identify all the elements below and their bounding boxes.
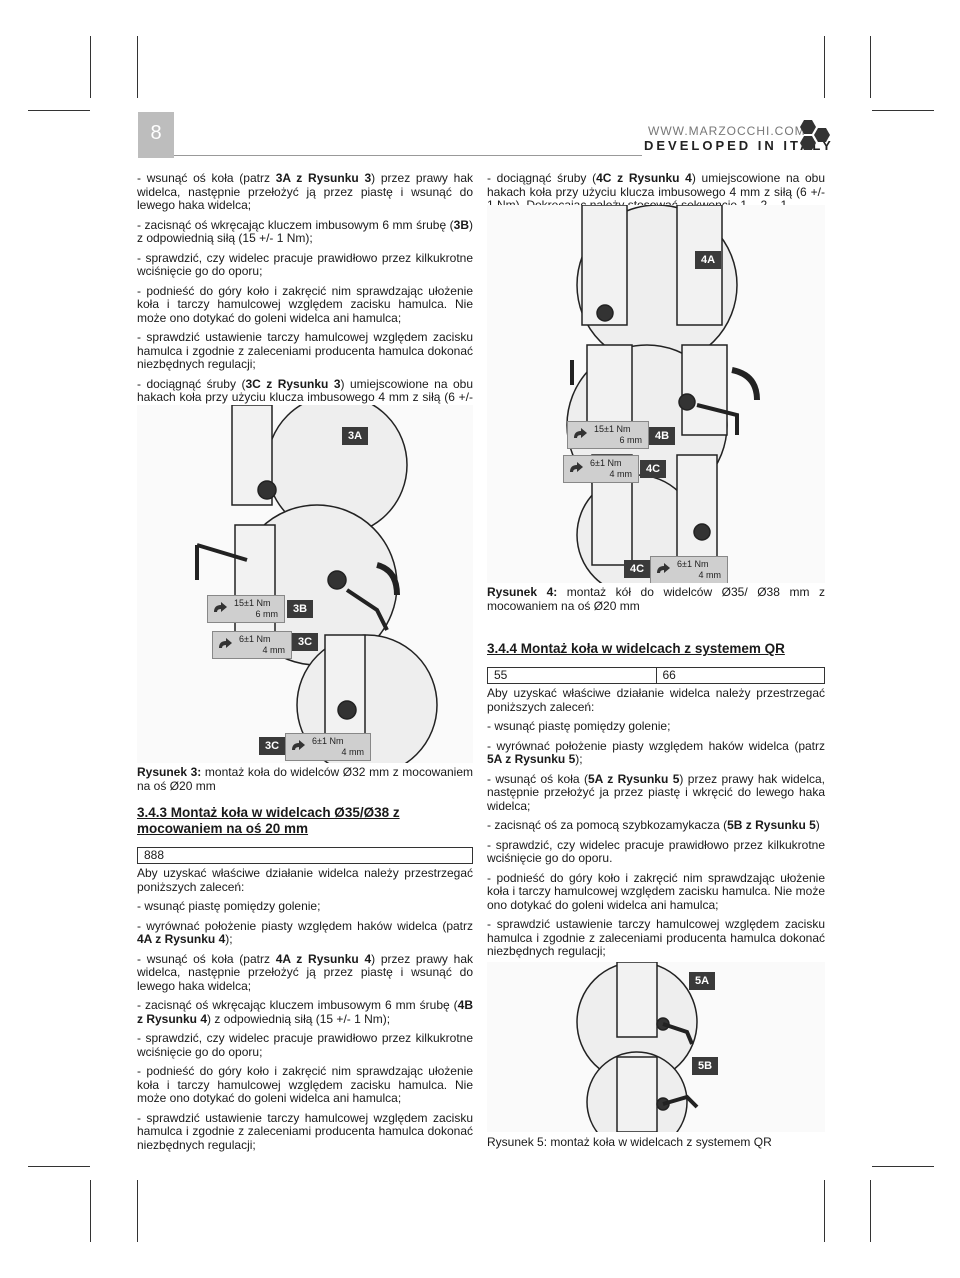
paragraph: - wsunąć piastę pomiędzy golenie;: [137, 899, 321, 913]
crop-mark: [28, 110, 90, 111]
torque-label-3b: 15±1 Nm 6 mm: [207, 595, 285, 623]
figure-tag-3a: 3A: [342, 427, 369, 445]
logo-hex-icon: [800, 120, 816, 134]
info-box-left: 55: [494, 668, 508, 682]
right-column-middle: Rysunek 4: montaż kół do widelców Ø35/ Ø…: [487, 585, 826, 965]
paragraph: - sprawdzić, czy widelec pracuje prawidł…: [137, 1031, 473, 1059]
torque-label-4b: 15±1 Nm 6 mm: [567, 421, 649, 449]
figure-tag-3b: 3B: [287, 600, 314, 618]
paragraph: - sprawdzić, czy widelec pracuje prawidł…: [487, 837, 825, 865]
torque-label-4c-lower: 6±1 Nm 4 mm: [650, 556, 728, 583]
left-column-top: - wsunąć oś koła (patrz 3A z Rysunku 3) …: [137, 171, 474, 424]
paragraph: - podnieść do góry koło i zakręcić nim s…: [137, 1064, 473, 1105]
paragraph: - sprawdzić ustawienie tarczy hamulcowej…: [137, 1110, 473, 1152]
info-box-right: 66: [655, 668, 825, 683]
paragraph: - zacisnąć oś wkręcając kluczem imbusowy…: [137, 998, 473, 1026]
header-rule: [174, 155, 642, 156]
rotate-arrow-icon: [292, 740, 305, 750]
fork-illustration: [566, 205, 760, 583]
paragraph: - sprawdzić ustawienie tarczy hamulcowej…: [487, 917, 825, 958]
paragraph: - zacisnąć oś wkręcając kluczem imbusowy…: [137, 217, 473, 245]
logo-hex-icon: [800, 136, 816, 150]
torque-label-3c-lower: 6±1 Nm 4 mm: [285, 733, 371, 761]
left-column-bottom: Rysunek 3: montaż koła do widelców Ø32 m…: [137, 765, 474, 1158]
paragraph: - wsunąć oś koła (patrz 4A z Rysunku 4) …: [137, 951, 474, 993]
paragraph: - podnieść do góry koło i zakręcić nim s…: [487, 870, 825, 912]
crop-mark: [870, 1180, 871, 1242]
rotate-arrow-icon: [574, 428, 587, 438]
figure-tag-3c: 3C: [259, 737, 286, 755]
paragraph: - sprawdzić ustawienie tarczy hamulcowej…: [137, 330, 473, 371]
figure-tag-4c: 4C: [640, 460, 667, 478]
paragraph: Aby uzyskać właściwe działanie widelca n…: [487, 686, 825, 714]
section-heading-343: 3.4.3 Montaż koła w widelcach Ø35/Ø38 z …: [137, 805, 400, 836]
crop-mark: [28, 1166, 90, 1167]
figure-3-caption: Rysunek 3: montaż koła do widelców Ø32 m…: [137, 765, 473, 793]
crop-mark: [872, 1166, 934, 1167]
figure-tag-5b: 5B: [692, 1057, 719, 1075]
fork-illustration: [195, 405, 438, 763]
torque-label-4c-upper: 6±1 Nm 4 mm: [563, 455, 639, 483]
paragraph: Aby uzyskać właściwe działanie widelca n…: [137, 866, 473, 894]
figure-3: 3A 15±1 Nm 6 mm 3B 6±1 Nm 4 mm 3C 3C 6±1…: [137, 405, 473, 763]
figure-tag-4c: 4C: [624, 560, 651, 578]
torque-label-3c-upper: 6±1 Nm 4 mm: [212, 631, 292, 659]
crop-mark: [137, 1180, 138, 1242]
rotate-arrow-icon: [214, 602, 227, 612]
paragraph: - podnieść do góry koło i zakręcić nim s…: [137, 283, 473, 325]
figure-5: 5A 5B: [487, 962, 825, 1132]
rotate-arrow-icon: [219, 638, 232, 648]
paragraph: - zacisnąć oś za pomocą szybkozamykacza …: [487, 818, 820, 832]
figure-4: 4A 15±1 Nm 6 mm 4B 6±1 Nm 4 mm 4C 4C 6±1…: [487, 205, 825, 583]
rotate-arrow-icon: [570, 462, 583, 472]
rotate-arrow-icon: [657, 563, 670, 573]
brand-tagline: DEVELOPED IN ITALY: [644, 138, 834, 153]
crop-mark: [137, 36, 138, 98]
crop-mark: [872, 110, 934, 111]
crop-mark: [90, 36, 91, 98]
brand-url: WWW.MARZOCCHI.COM: [648, 124, 806, 138]
figure-5-caption: Rysunek 5: montaż koła w widelcach z sys…: [487, 1135, 772, 1149]
logo-hex-icon: [814, 128, 830, 142]
paragraph: - wsunąć oś koła (patrz 3A z Rysunku 3) …: [137, 171, 474, 212]
crop-mark: [870, 36, 871, 98]
figure-tag-4b: 4B: [649, 427, 676, 445]
paragraph: - sprawdzić, czy widelec pracuje prawidł…: [137, 250, 473, 278]
crop-mark: [824, 36, 825, 98]
paragraph: - wyrównać położenie piasty względem hak…: [137, 918, 473, 946]
figure-4-caption: Rysunek 4: montaż kół do widelców Ø35/ Ø…: [487, 585, 825, 613]
page-number: 8: [138, 112, 174, 158]
figure-tag-3c: 3C: [292, 633, 319, 651]
paragraph: - wsunąć piastę pomiędzy golenie;: [487, 719, 671, 733]
figure-tag-4a: 4A: [695, 251, 722, 269]
figure-tag-5a: 5A: [689, 972, 716, 990]
info-box: 55 66: [487, 667, 825, 684]
right-column-bottom: Rysunek 5: montaż koła w widelcach z sys…: [487, 1135, 825, 1150]
crop-mark: [90, 1180, 91, 1242]
section-heading-344: 3.4.4 Montaż koła w widelcach z systemem…: [487, 641, 785, 656]
crop-mark: [824, 1180, 825, 1242]
info-box: 888: [137, 847, 473, 864]
qr-fork-illustration: [576, 962, 699, 1132]
paragraph: - wsunąć oś koła (5A z Rysunku 5) przez …: [487, 771, 826, 813]
paragraph: - wyrównać położenie piasty względem hak…: [487, 738, 825, 766]
